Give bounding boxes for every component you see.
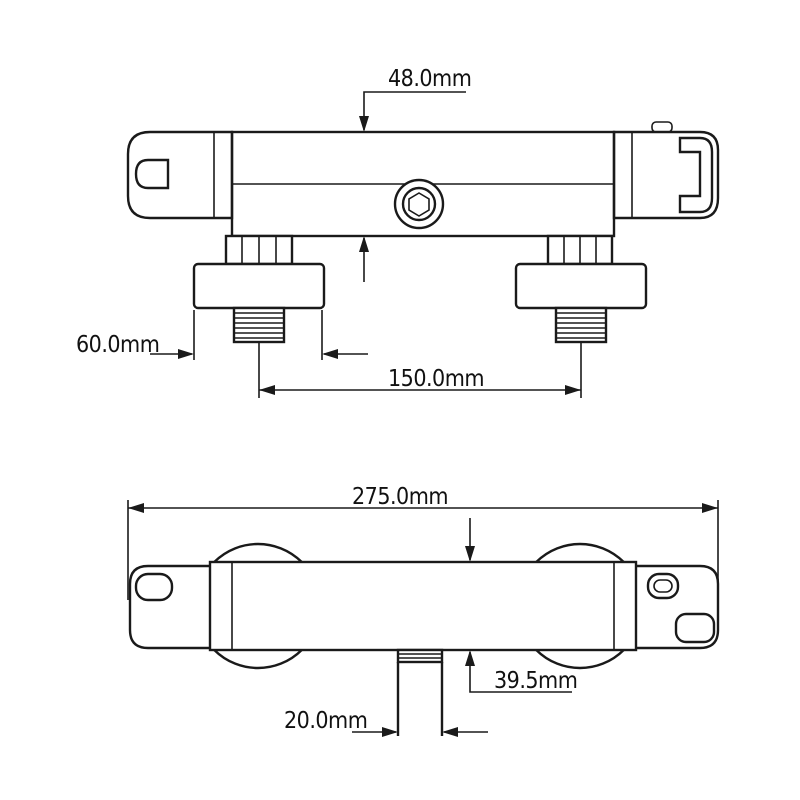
bottom-view: 275.0mm 39.5mm 20.0mm [127,484,720,737]
bottom-outlet-collar-lines [398,653,442,659]
dim-label-top-depth: 60.0mm [76,332,159,358]
bottom-outlet-collar [396,648,444,664]
top-right-lever-profile [678,136,714,214]
dim-top-width: 48.0mm [359,66,472,282]
dim-outlet-width: 20.0mm [284,708,488,737]
bottom-body-bar [208,560,638,652]
top-right-knob-tab [651,121,673,133]
bottom-left-handle-slot [134,572,174,602]
top-view: 48.0mm 60.0mm 150.0mm [76,66,720,398]
dim-body-offset: 39.5mm [465,518,578,694]
top-outlet-hex [408,192,430,217]
bottom-left-endcap [128,564,220,650]
dim-label-overall-length: 275.0mm [352,484,448,510]
dim-label-top-width: 48.0mm [388,66,471,92]
bottom-right-slot-inner [653,579,673,593]
bottom-right-lever-tip [674,612,716,644]
dim-overall-length: 275.0mm [127,484,719,600]
dim-top-depth: 60.0mm [76,310,368,360]
bottom-right-slot-outer [646,572,680,600]
bottom-right-endcap [616,564,720,650]
dim-label-body-offset: 39.5mm [494,668,577,694]
top-left-thread-lines [234,312,284,339]
top-right-wall-bracket [514,262,648,310]
dim-inlet-spacing: 150.0mm [258,342,582,398]
top-left-endcap [126,130,234,220]
dim-label-outlet-width: 20.0mm [284,708,367,734]
top-right-endcap [612,130,720,220]
top-right-thread-lines [556,312,606,339]
dim-label-inlet-spacing: 150.0mm [388,366,484,392]
top-left-wall-bracket [192,262,326,310]
top-left-handle-slot [134,158,170,190]
